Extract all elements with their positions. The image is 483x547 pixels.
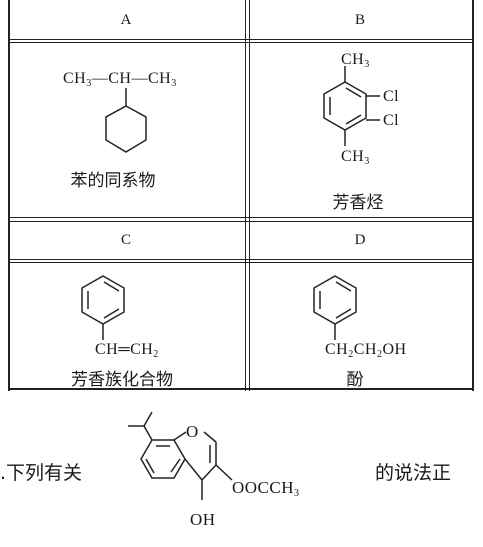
bottom-rule bbox=[8, 388, 473, 390]
ester-group: OOCCH3 bbox=[232, 478, 300, 499]
header-c: C bbox=[120, 232, 131, 248]
formula-d: CH2CH2OH bbox=[325, 341, 407, 360]
header-row-rule-c bbox=[8, 259, 473, 260]
structure-b-benzene bbox=[323, 66, 380, 146]
chlorine-2-b: Cl bbox=[383, 112, 400, 129]
structure-a-cyclohexane bbox=[105, 88, 147, 153]
table-border-left bbox=[8, 0, 10, 391]
question-prefix: .下列有关 bbox=[0, 462, 83, 484]
caption-b: 芳香烃 bbox=[332, 193, 384, 213]
table-divider-vertical-2 bbox=[249, 0, 250, 391]
caption-c: 芳香族化合物 bbox=[71, 370, 173, 390]
chlorine-1-b: Cl bbox=[383, 88, 400, 105]
substituent-bottom-b: CH3 bbox=[341, 148, 370, 167]
substituent-top-b: CH3 bbox=[341, 51, 370, 70]
header-row-rule-c-2 bbox=[8, 262, 473, 263]
formula-c: CH═CH2 bbox=[95, 341, 159, 360]
header-row-rule-2 bbox=[8, 42, 473, 43]
question-molecule-structure bbox=[128, 411, 233, 500]
header-d: D bbox=[354, 232, 366, 248]
structure-d-benzene bbox=[313, 275, 357, 340]
question-suffix: 的说法正 bbox=[375, 462, 452, 484]
table-border-right bbox=[472, 0, 474, 391]
middle-rule bbox=[8, 217, 473, 218]
ring-oxygen: O bbox=[186, 422, 199, 441]
middle-rule-2 bbox=[8, 221, 473, 222]
caption-a: 苯的同系物 bbox=[70, 171, 156, 191]
hydroxyl-group: OH bbox=[190, 510, 216, 529]
header-row-rule bbox=[8, 39, 473, 40]
formula-a: CH3—CH—CH3 bbox=[63, 70, 177, 89]
header-a: A bbox=[120, 12, 132, 28]
structure-c-benzene bbox=[81, 275, 125, 340]
table-divider-vertical bbox=[245, 0, 246, 391]
header-b: B bbox=[354, 12, 365, 28]
caption-d: 酚 bbox=[346, 370, 364, 390]
